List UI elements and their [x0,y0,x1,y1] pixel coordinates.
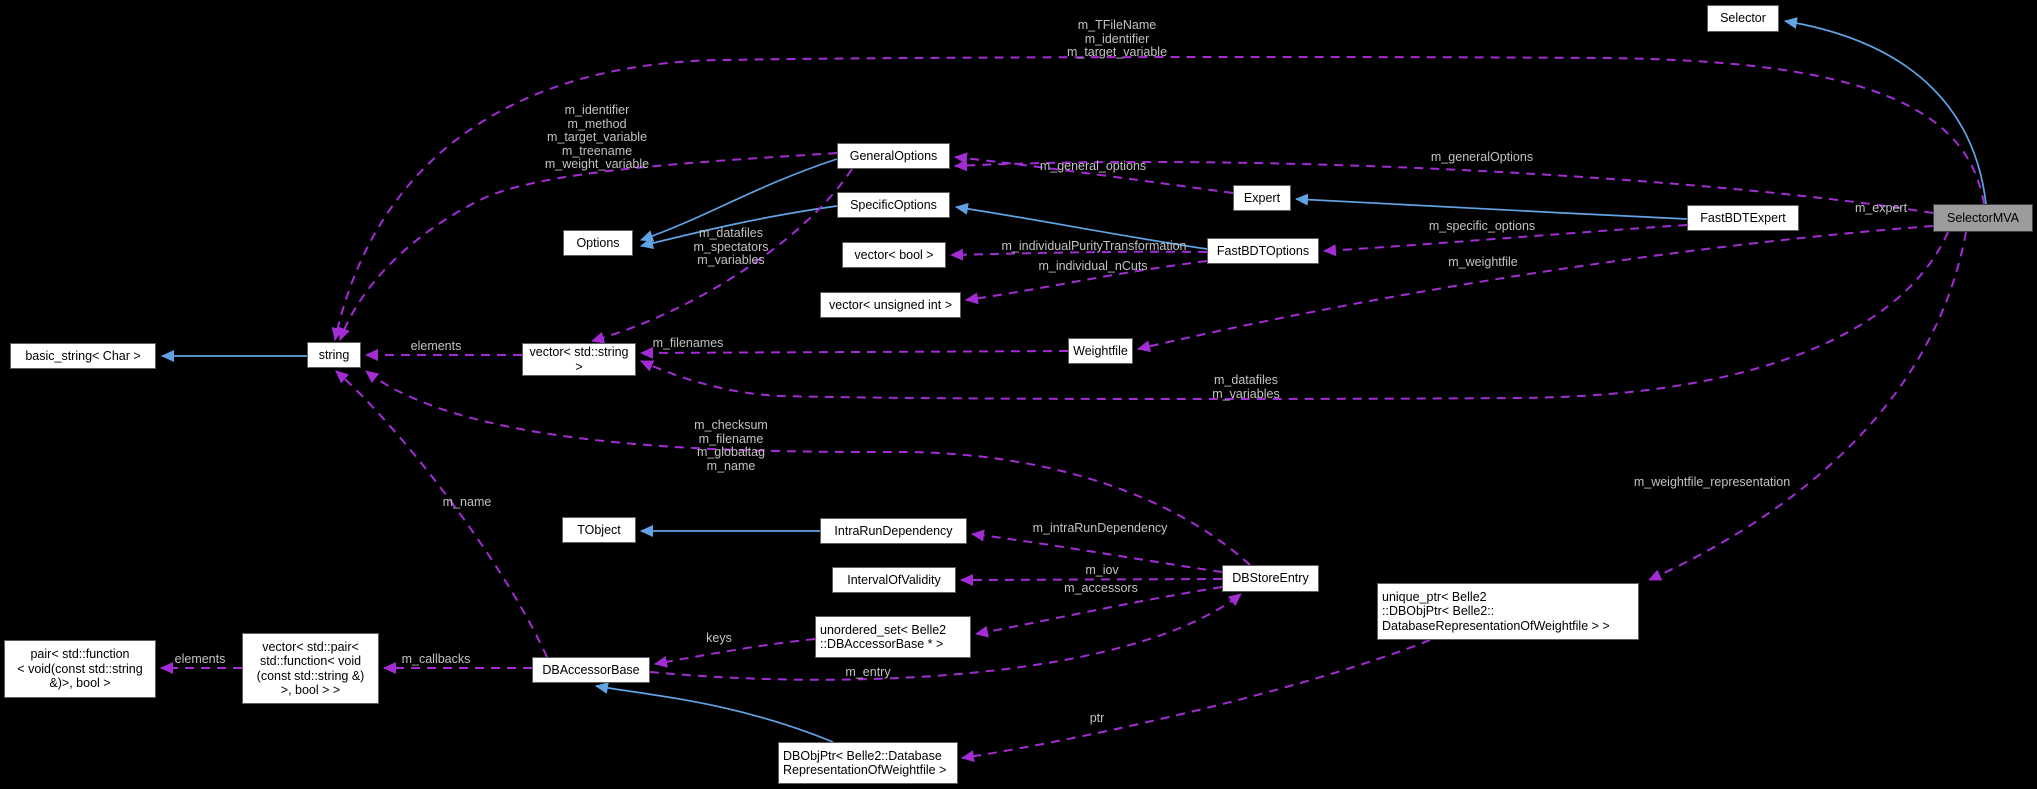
node-fastbdtoptions[interactable]: FastBDTOptions [1207,238,1319,264]
node-unorderedset[interactable]: unordered_set< Belle2 ::DBAccessorBase *… [815,616,971,658]
edge-dbAccessorBase-to-dbStoreEntry [649,593,1242,681]
edge-label-l-filenames: m_filenames [652,336,724,350]
edge-label-l-wrep: m_weightfile_representation [1633,475,1791,489]
edge-label-l-datafiles-spect: m_datafiles m_spectators m_variables [693,226,769,267]
edge-label-l-ncuts: m_individual_nCuts [1038,259,1148,273]
edge-uniquePtr-to-dbObjPtr [961,639,1431,763]
node-options[interactable]: Options [563,230,633,256]
node-dbaccessorbase[interactable]: DBAccessorBase [532,657,650,683]
node-tobject[interactable]: TObject [562,517,636,543]
edge-label-l-weightfile: m_weightfile [1448,255,1518,269]
node-uniqueptr[interactable]: unique_ptr< Belle2 ::DBObjPtr< Belle2:: … [1377,583,1639,640]
node-dbobjptr[interactable]: DBObjPtr< Belle2::Database Representatio… [778,742,958,784]
node-dbstoreentry[interactable]: DBStoreEntry [1222,565,1319,592]
edge-label-l-iov: m_iov [1085,563,1119,577]
edge-selectorMVA-to-string [331,55,1985,341]
edge-dbObjPtr-to-dbAccessorBase [595,682,834,743]
edge-unorderedSet-to-dbAccessorBase [654,638,816,668]
edge-label-l-keys: keys [706,631,732,645]
edge-fastBDTOptions-to-vectorBool [950,248,1208,261]
edge-specificOptions-to-options [640,205,838,249]
node-intervalofvalidity[interactable]: IntervalOfValidity [832,567,956,593]
node-vectorbool[interactable]: vector< bool > [842,242,946,268]
node-vectorpair[interactable]: vector< std::pair< std::function< void (… [242,633,379,704]
node-expert[interactable]: Expert [1233,185,1291,211]
edge-label-l-specific: m_specific_options [1428,219,1536,233]
edge-label-l-ptr: ptr [1089,711,1105,725]
edge-label-l-expert: m_expert [1854,201,1908,215]
node-weightfile[interactable]: Weightfile [1068,338,1133,364]
edge-label-l-tfilename: m_TFileName m_identifier m_target_variab… [1066,18,1168,59]
edge-fastBDTExpert-to-fastBDTOptions [1323,224,1688,257]
edge-selectorMVA-to-selector [1784,17,1987,205]
edge-label-l-name: m_name [442,495,492,509]
edge-dbStoreEntry-to-intervalOfValidity [960,573,1223,586]
edge-label-l-entry: m_entry [845,665,891,679]
edge-generalOptions-to-options [640,158,838,242]
edge-fastBDTExpert-to-expert [1295,193,1688,220]
node-vectorstring[interactable]: vector< std::string > [522,343,636,376]
edge-fastBDTOptions-to-vectorUInt [965,260,1208,305]
edge-dbAccessorBase-to-string [335,370,548,658]
edge-label-l-general-options: m_general_options [1039,159,1147,173]
node-pairfn[interactable]: pair< std::function < void(const std::st… [4,640,156,698]
edge-label-l-datafiles-vars: m_datafiles m_variables [1212,373,1280,401]
edge-label-l-elements-bottom: elements [174,652,226,666]
edge-selectorMVA-to-uniquePtr [1648,231,1967,581]
node-intrarundep[interactable]: IntraRunDependency [820,518,967,544]
node-selectormva[interactable]: SelectorMVA [1933,204,2033,232]
edge-selectorMVA-to-generalOptions [954,159,1934,214]
edge-label-l-purity: m_individualPurityTransformation [1001,239,1187,253]
edge-generalOptions-to-vectorString [591,168,853,344]
edge-weightfile-to-vectorString [640,346,1069,359]
edge-selectorMVA-to-weightfile [1137,225,1934,353]
node-specificoptions[interactable]: SpecificOptions [837,192,950,218]
edge-label-l-checksum: m_checksum m_filename m_globaltag m_name [694,418,768,473]
edge-label-l-callbacks: m_callbacks [401,652,471,666]
node-vectoruint[interactable]: vector< unsigned int > [820,292,961,318]
node-fastbdtexpert[interactable]: FastBDTExpert [1687,205,1799,231]
node-basicstring[interactable]: basic_string< Char > [10,343,156,369]
edge-dbStoreEntry-to-unorderedSet [975,586,1223,638]
edge-label-l-intra: m_intraRunDependency [1032,521,1168,535]
edge-dbStoreEntry-to-string [365,370,1251,566]
node-string[interactable]: string [307,342,361,368]
node-generaloptions[interactable]: GeneralOptions [837,143,950,169]
edge-fastBDTOptions-to-specificOptions [955,202,1208,250]
edge-label-l-gen-members: m_identifier m_method m_target_variable … [544,103,650,171]
edge-selectorMVA-to-vectorString [640,231,1949,401]
edge-generalOptions-to-string [338,152,838,341]
node-selector[interactable]: Selector [1707,5,1779,32]
edge-expert-to-generalOptions [954,152,1234,194]
edge-label-l-generalOptions: m_generalOptions [1430,150,1534,164]
edge-label-l-elements-top: elements [410,339,462,353]
edge-label-l-accessors: m_accessors [1064,581,1138,595]
